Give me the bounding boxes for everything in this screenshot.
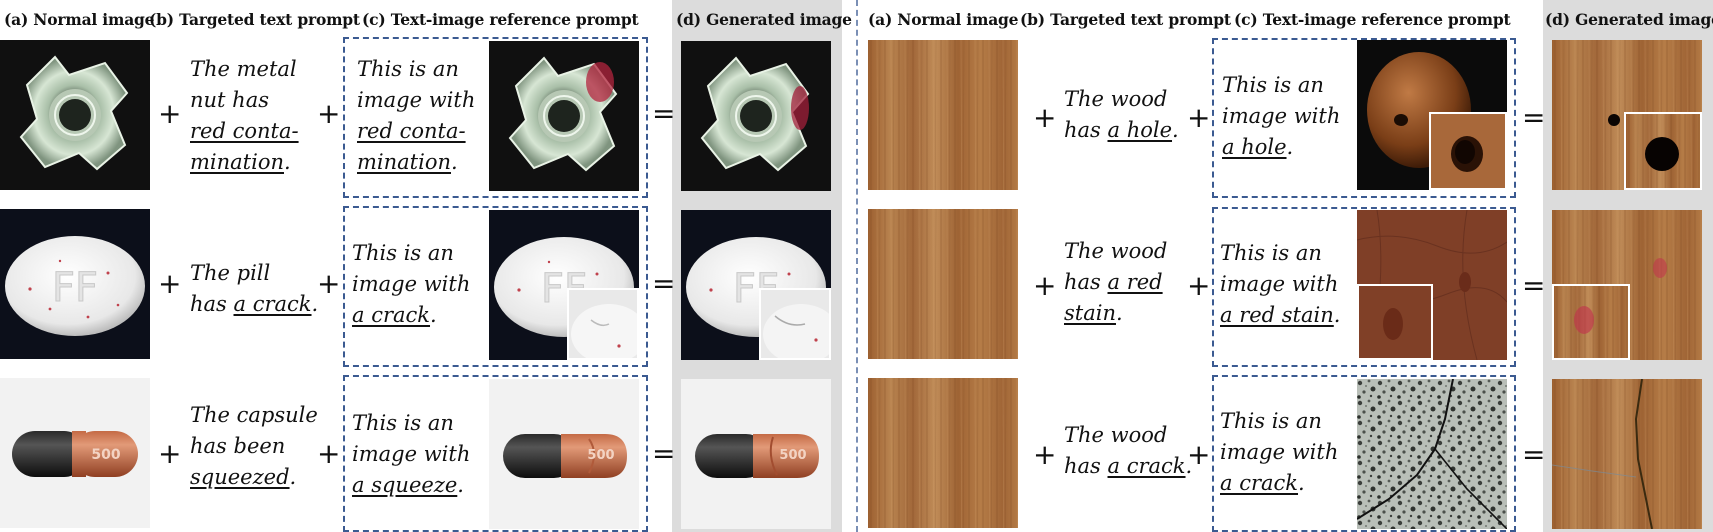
target-anomaly-text: squeezed bbox=[190, 465, 290, 489]
reference-prompt-wood-stain: This is an image with a red stain. bbox=[1220, 241, 1341, 327]
text-prompt-pill: The pill has a crack. bbox=[190, 261, 319, 316]
svg-text:500: 500 bbox=[587, 448, 614, 463]
target-anomaly-text: a crack bbox=[352, 303, 431, 327]
svg-text:FF: FF bbox=[52, 265, 98, 311]
text-prompt-wood-stain: The wood has a red stain. bbox=[1064, 239, 1168, 325]
normal-image-wood bbox=[868, 378, 1018, 528]
target-anomaly-text: red conta- mination bbox=[357, 119, 466, 174]
plus-symbol: + bbox=[1187, 269, 1211, 302]
normal-image-wood bbox=[868, 209, 1018, 359]
reference-prompt-box bbox=[343, 375, 648, 532]
header-reference-prompt-right: (c) Text-image reference prompt bbox=[1234, 10, 1511, 29]
text-prompt-capsule: The capsule has been squeezed. bbox=[190, 403, 318, 489]
target-anomaly-text: a crack bbox=[1220, 471, 1299, 495]
reference-image-leather bbox=[1357, 210, 1507, 360]
header-text-prompt-left: (b) Targeted text prompt bbox=[149, 10, 360, 29]
panel-divider bbox=[856, 0, 858, 532]
reference-prompt-box bbox=[343, 206, 648, 367]
equals-symbol: = bbox=[652, 437, 676, 470]
reference-prompt-wood-crack: This is an image with a crack. bbox=[1220, 409, 1339, 495]
reference-prompt-pill: This is an image with a crack. bbox=[352, 241, 471, 327]
equals-symbol: = bbox=[652, 267, 676, 300]
generated-image-metal-nut bbox=[681, 41, 831, 191]
target-anomaly-text: a hole bbox=[1107, 118, 1173, 142]
normal-image-pill: FF bbox=[0, 209, 150, 359]
header-normal-image-right: (a) Normal image bbox=[868, 10, 1019, 29]
target-anomaly-text: a hole bbox=[1222, 135, 1287, 159]
reference-prompt-box bbox=[1212, 38, 1516, 198]
header-text-prompt-right: (b) Targeted text prompt bbox=[1020, 10, 1231, 29]
plus-symbol: + bbox=[158, 267, 182, 300]
header-normal-image-left: (a) Normal image bbox=[4, 10, 155, 29]
plus-symbol: + bbox=[158, 437, 182, 470]
reference-image-capsule: 500 bbox=[489, 379, 639, 529]
normal-image-capsule: 500 bbox=[0, 378, 150, 528]
target-anomaly-text: a red stain bbox=[1064, 270, 1163, 325]
header-reference-prompt-left: (c) Text-image reference prompt bbox=[362, 10, 639, 29]
reference-image-tile bbox=[1357, 379, 1507, 529]
reference-prompt-metal-nut: This is an image with red conta- minatio… bbox=[357, 57, 476, 174]
zoom-inset bbox=[1357, 284, 1433, 360]
reference-image-metal-nut bbox=[489, 41, 639, 191]
target-anomaly-text: a crack bbox=[1107, 454, 1186, 478]
text-prompt-metal-nut: The metal nut has red conta- mination. bbox=[190, 57, 299, 174]
plus-symbol: + bbox=[317, 437, 341, 470]
reference-prompt-box bbox=[1212, 375, 1516, 532]
plus-symbol: + bbox=[1187, 101, 1211, 134]
text-prompt-wood-crack: The wood has a crack. bbox=[1064, 423, 1193, 478]
header-generated-image-left: (d) Generated image bbox=[676, 10, 852, 29]
target-anomaly-text: red conta- mination bbox=[190, 119, 299, 174]
equals-symbol: = bbox=[1522, 269, 1546, 302]
plus-symbol: + bbox=[1033, 269, 1057, 302]
plus-symbol: + bbox=[1187, 438, 1211, 471]
generated-image-capsule: 500 bbox=[681, 379, 831, 529]
reference-image-hazelnut bbox=[1357, 40, 1507, 190]
equals-symbol: = bbox=[1522, 101, 1546, 134]
plus-symbol: + bbox=[1033, 101, 1057, 134]
equals-symbol: = bbox=[652, 97, 676, 130]
reference-prompt-capsule: This is an image with a squeeze. bbox=[352, 411, 471, 497]
reference-prompt-box bbox=[1212, 207, 1516, 367]
text-prompt-wood-hole: The wood has a hole. bbox=[1064, 87, 1179, 142]
zoom-inset bbox=[1429, 112, 1507, 190]
target-anomaly-text: a squeeze bbox=[352, 473, 458, 497]
generated-image-wood-crack bbox=[1552, 379, 1702, 529]
reference-image-pill: FF bbox=[489, 210, 639, 360]
header-generated-image-right: (d) Generated image bbox=[1545, 10, 1713, 29]
svg-text:500: 500 bbox=[91, 447, 120, 463]
svg-text:500: 500 bbox=[779, 448, 806, 463]
reference-prompt-wood-hole: This is an image with a hole. bbox=[1222, 73, 1341, 159]
generated-image-wood-hole bbox=[1552, 40, 1702, 190]
normal-image-metal-nut bbox=[0, 40, 150, 190]
generated-image-pill: FF bbox=[681, 210, 831, 360]
target-anomaly-text: a red stain bbox=[1220, 303, 1334, 327]
plus-symbol: + bbox=[1033, 438, 1057, 471]
zoom-inset bbox=[1552, 284, 1630, 360]
zoom-inset bbox=[1624, 112, 1702, 190]
normal-image-wood bbox=[868, 40, 1018, 190]
zoom-inset bbox=[567, 288, 639, 360]
plus-symbol: + bbox=[158, 97, 182, 130]
equals-symbol: = bbox=[1522, 438, 1546, 471]
plus-symbol: + bbox=[317, 97, 341, 130]
zoom-inset bbox=[759, 288, 831, 360]
plus-symbol: + bbox=[317, 267, 341, 300]
reference-prompt-box bbox=[343, 37, 648, 198]
target-anomaly-text: a crack bbox=[233, 292, 312, 316]
generated-image-wood-stain bbox=[1552, 210, 1702, 360]
